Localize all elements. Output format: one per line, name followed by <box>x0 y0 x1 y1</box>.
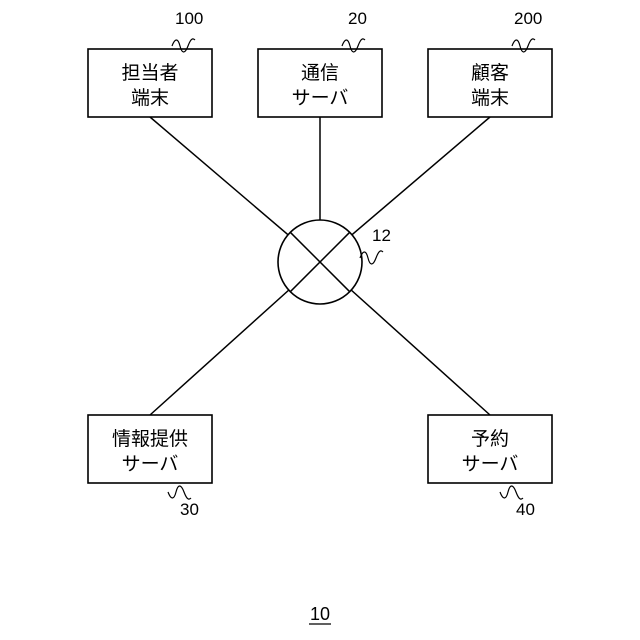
comm-server-label-line2: サーバ <box>292 87 349 109</box>
comm-server-ref-label: 20 <box>348 9 367 28</box>
network-ref-leader <box>360 251 383 264</box>
info-server-label-line1: 情報提供 <box>112 428 188 450</box>
info-server-ref-leader <box>168 486 191 499</box>
staff-terminal-ref-label: 100 <box>175 9 203 28</box>
figure-ref-label: 10 <box>310 604 330 624</box>
info-server-node: 情報提供 サーバ <box>88 415 212 483</box>
reservation-server-node: 予約 サーバ <box>428 415 552 483</box>
comm-server-node: 通信 サーバ <box>258 49 382 117</box>
network-ref-label: 12 <box>372 226 391 245</box>
customer-terminal-ref-label: 200 <box>514 9 542 28</box>
reservation-server-ref-label: 40 <box>516 500 535 519</box>
staff-terminal-label-line1: 担当者 <box>121 62 178 84</box>
reservation-server-label-line2: サーバ <box>462 453 519 475</box>
customer-terminal-node: 顧客 端末 <box>428 49 552 117</box>
network-node <box>278 220 362 304</box>
comm-server-label-line1: 通信 <box>301 62 339 84</box>
reservation-server-ref-leader <box>500 486 523 499</box>
staff-terminal-node: 担当者 端末 <box>88 49 212 117</box>
customer-terminal-label-line2: 端末 <box>471 87 509 109</box>
staff-terminal-label-line2: 端末 <box>131 87 169 109</box>
customer-terminal-label-line1: 顧客 <box>471 62 509 84</box>
info-server-label-line2: サーバ <box>122 453 179 475</box>
reservation-server-label-line1: 予約 <box>471 428 509 450</box>
info-server-ref-label: 30 <box>180 500 199 519</box>
